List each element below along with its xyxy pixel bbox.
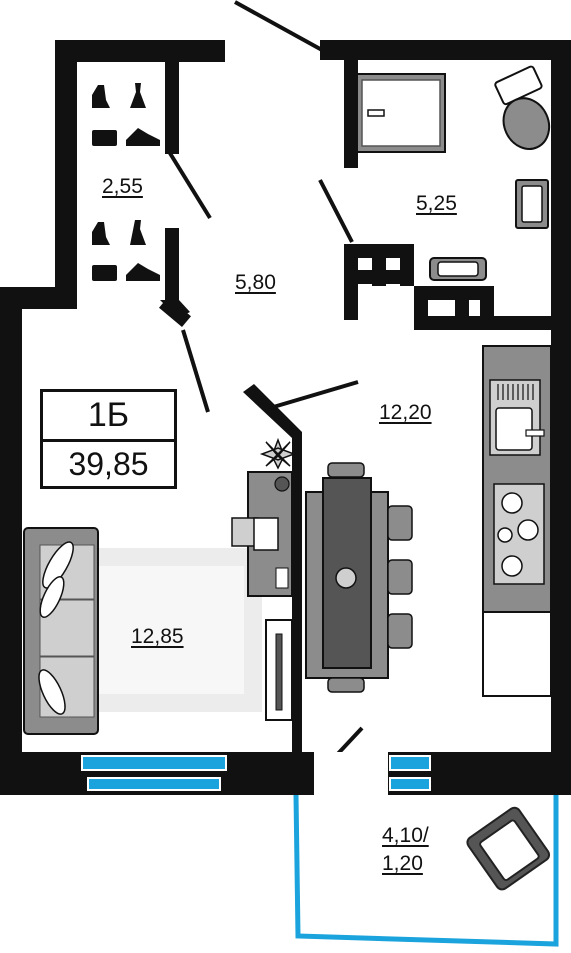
toilet: [494, 65, 551, 150]
bathroom-fixtures: [356, 65, 551, 281]
vase-icon: [335, 567, 357, 589]
stove-burners: [497, 492, 539, 577]
wall-bathroom-left: [344, 58, 358, 168]
wardrobe-icons: [92, 83, 160, 281]
faucet-icon: [525, 429, 545, 437]
balcony-area-line-1: 4,10/: [382, 824, 429, 847]
balcony-rail: [293, 794, 559, 947]
dress-icon: [130, 220, 146, 245]
apartment-badge: 1Б 39,85: [40, 389, 177, 489]
wall-right: [551, 40, 571, 795]
door-kitchen: [269, 380, 359, 410]
boot-icon: [92, 222, 110, 245]
window-kitchen-1: [389, 755, 431, 771]
wall-bath-bottom-10: [480, 286, 494, 316]
sneaker-icon: [126, 263, 160, 281]
window-bedroom-1: [81, 755, 227, 771]
wall-bath-bottom-9: [455, 286, 469, 316]
dining-set: [305, 462, 413, 693]
wall-bath-bottom-4: [372, 258, 386, 286]
balcony-outline: [293, 794, 559, 947]
pillow-3: [38, 669, 66, 715]
wall-partition: [243, 384, 302, 760]
room-area-wardrobe: 2,55: [102, 175, 143, 198]
balcony-area-line-2: 1,20: [382, 852, 423, 876]
sink-bowl: [495, 407, 533, 451]
room-area-kitchen: 12,20: [379, 401, 432, 424]
books-icon: [275, 567, 289, 589]
chairs: [327, 462, 413, 693]
room-area-bathroom: 5,25: [416, 192, 457, 215]
wall-wardrobe-inner-2: [165, 228, 179, 300]
balcony-armchair: [466, 806, 551, 891]
kitchen-counter: [482, 345, 552, 697]
wall-bath-bottom-6: [414, 286, 494, 300]
wall-wardrobe-left: [55, 40, 77, 300]
door-bathroom: [318, 179, 354, 243]
door-entrance: [234, 0, 323, 52]
room-area-bedroom: 12,85: [131, 625, 184, 648]
washbasin-bowl: [521, 185, 543, 223]
dress-icon: [130, 83, 146, 108]
sink-grooves: [497, 384, 534, 400]
wall-left: [0, 287, 22, 795]
window-bedroom-2: [87, 777, 221, 791]
wall-bath-bottom-1: [344, 244, 414, 258]
pillow-2: [39, 576, 65, 618]
briefcase-icon: [92, 265, 117, 281]
room-area-balcony: 4,10/ 1,20: [382, 822, 429, 879]
shower-drain-icon: [367, 109, 385, 117]
balcony-door-gap: [314, 752, 388, 795]
plant-icon: [259, 437, 297, 470]
wall-wardrobe-top: [55, 40, 225, 62]
wall-wardrobe-inner-1: [165, 58, 179, 154]
wall-door-stub: [159, 296, 191, 328]
laptop-icon: [253, 517, 279, 551]
wall-bath-bottom-8: [414, 316, 551, 330]
washing-machine-inner: [437, 261, 479, 277]
door-bedroom: [181, 329, 210, 413]
pillow-1: [42, 541, 74, 589]
apartment-type: 1Б: [43, 392, 174, 442]
wall-bathroom-top: [320, 40, 571, 60]
windows: [81, 752, 431, 795]
lamp-icon: [274, 476, 290, 492]
door-wardrobe: [166, 148, 212, 220]
walls: [0, 40, 571, 795]
apartment-total-area: 39,85: [68, 445, 149, 482]
wall-bath-bottom-5: [400, 244, 414, 286]
door-lines: [166, 0, 364, 777]
room-area-hallway: 5,80: [235, 271, 276, 294]
boot-icon: [92, 85, 110, 108]
sneaker-icon: [126, 128, 160, 146]
briefcase-icon: [92, 130, 117, 146]
fridge: [482, 611, 552, 697]
table-runner: [322, 477, 372, 669]
tv-icon: [275, 633, 283, 711]
window-kitchen-2: [389, 777, 431, 791]
rug-inner: [96, 566, 244, 694]
bedroom-furniture: [23, 437, 297, 735]
